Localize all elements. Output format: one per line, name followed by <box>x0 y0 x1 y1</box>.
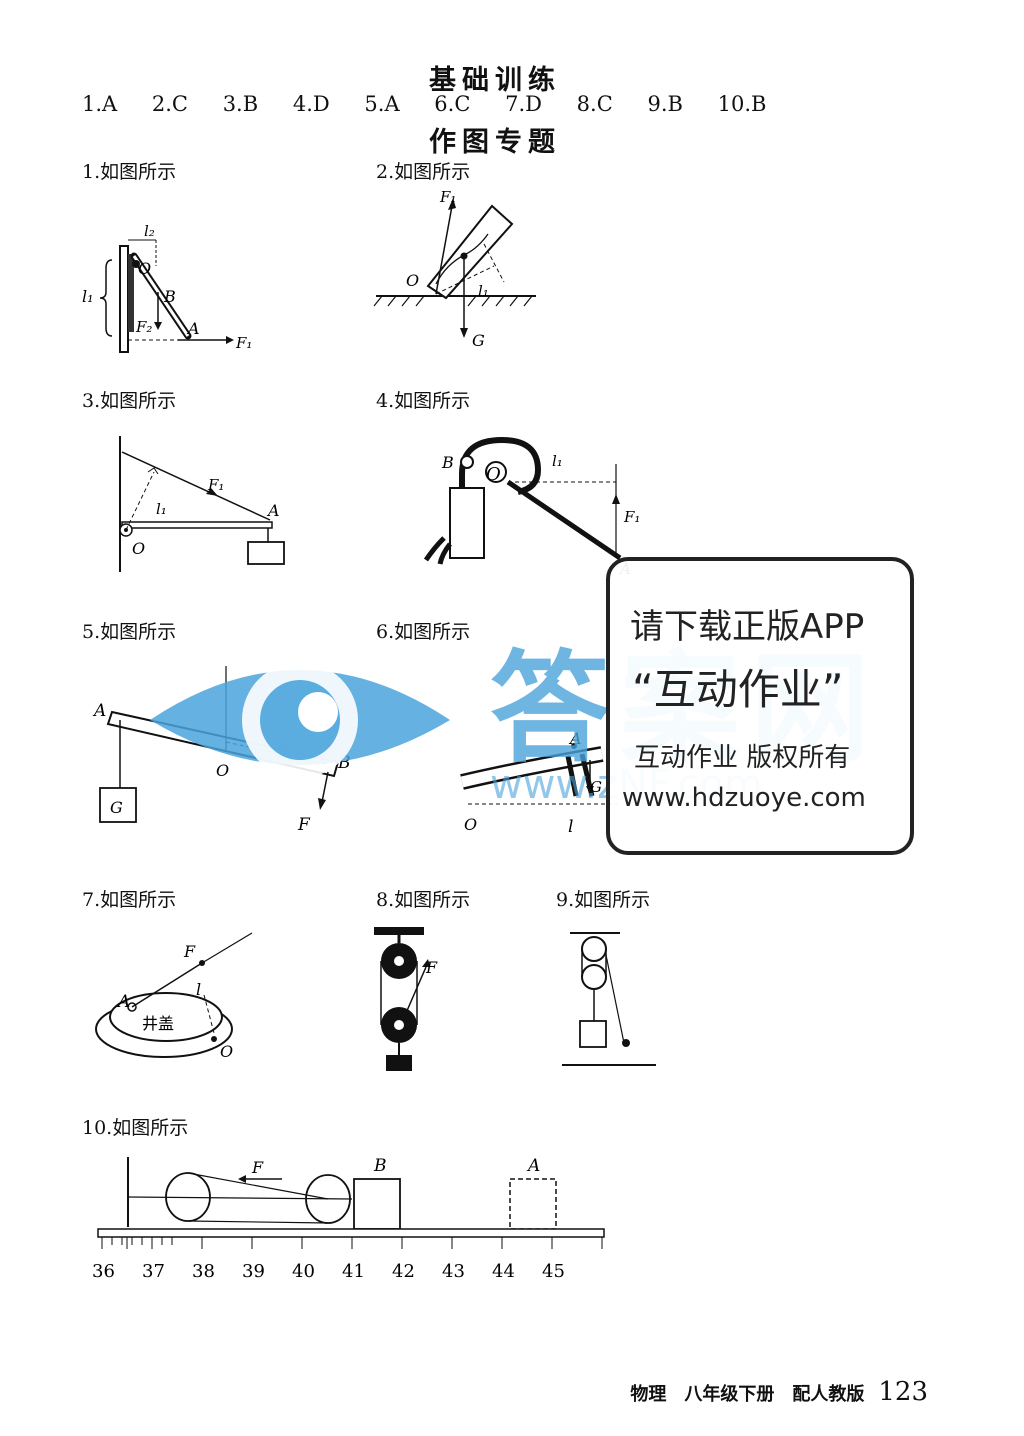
question-label-4: 4.如图所示 <box>376 390 471 412</box>
figure-10-diagram: 36 37 38 39 40 41 42 43 44 45 F B A <box>92 1156 605 1282</box>
figure-6-diagram: A G O l <box>460 729 618 837</box>
label-F: F <box>297 815 311 835</box>
label-F1: F₁ <box>623 508 640 526</box>
answer-item: 2.C <box>151 92 188 116</box>
ruler-tick-label: 44 <box>492 1261 515 1282</box>
label-F: F <box>183 942 196 961</box>
figure-7-diagram: F A l 井盖 O <box>95 932 253 1061</box>
figure-3-diagram: F₁ l₁ A O <box>119 436 285 572</box>
question-label-2: 2.如图所示 <box>376 161 471 183</box>
label-O: O <box>464 815 477 834</box>
answer-item: 4.D <box>292 92 330 116</box>
figure-4-diagram: B O l₁ F₁ A <box>423 436 640 578</box>
ruler-tick-label: 36 <box>92 1261 115 1282</box>
label-l: l <box>568 817 573 837</box>
page-number: 123 <box>878 1377 928 1407</box>
label-F: F <box>425 958 438 977</box>
figure-1-diagram: l₂ O l₁ B F₂ A F₁ <box>82 222 252 353</box>
label-l1: l₁ <box>552 452 563 470</box>
watermark-stamp: 请下载正版APP “互动作业” 互动作业 版权所有 www.hdzuoye.co… <box>606 557 914 855</box>
label-l1: l₁ <box>82 287 94 306</box>
question-label-5: 5.如图所示 <box>82 621 177 643</box>
ruler-tick-label: 45 <box>542 1261 565 1282</box>
ruler-tick-label: 41 <box>342 1261 365 1282</box>
label-l: l <box>196 980 201 999</box>
label-A: A <box>116 992 130 1012</box>
ruler-tick-label: 43 <box>442 1261 465 1282</box>
label-A: A <box>568 729 582 748</box>
label-A: A <box>92 701 106 721</box>
ruler-tick-label: 39 <box>242 1261 265 1282</box>
answer-item: 8.C <box>576 92 613 116</box>
answer-item: 1.A <box>82 92 118 116</box>
answer-item: 6.C <box>434 92 471 116</box>
label-A: A <box>526 1156 540 1176</box>
label-F: F <box>251 1158 264 1177</box>
label-G: G <box>110 798 123 817</box>
label-l1: l₁ <box>478 282 489 300</box>
label-O: O <box>486 464 501 485</box>
label-F2: F₂ <box>135 318 152 336</box>
watermark-line-2: “互动作业” <box>632 665 844 714</box>
figure-2-diagram: F₁ O l₁ G <box>373 188 536 350</box>
ruler-tick-label: 37 <box>142 1261 165 1282</box>
answer-row: 1.A 2.C 3.B 4.D 5.A 6.C 7.D 8.C 9.B 10.B <box>82 92 784 116</box>
ruler-tick-label: 42 <box>392 1261 415 1282</box>
watermark-line-4: www.hdzuoye.com <box>622 783 866 813</box>
ruler-tick-label: 40 <box>292 1261 315 1282</box>
label-B: B <box>441 453 454 472</box>
question-label-9: 9.如图所示 <box>556 889 651 911</box>
footer-book-info: 物理 八年级下册 配人教版 <box>630 1384 865 1405</box>
label-A: A <box>266 501 280 520</box>
section-title-basic: 基础训练 <box>429 65 561 96</box>
label-G: G <box>590 778 602 796</box>
label-O: O <box>132 539 145 558</box>
question-label-8: 8.如图所示 <box>376 889 471 911</box>
label-O: O <box>406 271 419 290</box>
answer-item: 7.D <box>505 92 542 116</box>
label-O: O <box>216 761 229 780</box>
question-label-1: 1.如图所示 <box>82 161 177 183</box>
figure-9-diagram <box>562 932 656 1066</box>
label-F1: F₁ <box>439 188 456 206</box>
figure-8-diagram: F <box>374 927 438 1071</box>
label-A: A <box>186 319 200 338</box>
ruler-tick-label: 38 <box>192 1261 215 1282</box>
label-lid: 井盖 <box>142 1014 174 1033</box>
label-l2: l₂ <box>144 222 155 240</box>
page-footer: 物理 八年级下册 配人教版 123 <box>630 1377 928 1407</box>
answer-item: 3.B <box>222 92 259 116</box>
label-l1: l₁ <box>156 500 167 518</box>
label-O: O <box>138 259 151 278</box>
label-F1: F₁ <box>207 476 224 494</box>
label-B: B <box>373 1156 387 1176</box>
section-title-drawing: 作图专题 <box>429 127 561 158</box>
question-label-6: 6.如图所示 <box>376 621 471 643</box>
answer-item: 5.A <box>364 92 400 116</box>
answer-item: 10.B <box>717 92 767 116</box>
answer-item: 9.B <box>647 92 683 116</box>
label-F1: F₁ <box>235 334 252 352</box>
label-G: G <box>472 331 485 350</box>
watermark-line-3: 互动作业 版权所有 <box>634 743 851 773</box>
question-label-3: 3.如图所示 <box>82 390 177 412</box>
question-label-10: 10.如图所示 <box>82 1117 189 1139</box>
question-label-7: 7.如图所示 <box>82 889 177 911</box>
label-B: B <box>163 287 176 306</box>
label-O: O <box>220 1042 233 1061</box>
watermark-line-1: 请下载正版APP <box>630 607 865 647</box>
ruler-ticks <box>101 1237 603 1249</box>
